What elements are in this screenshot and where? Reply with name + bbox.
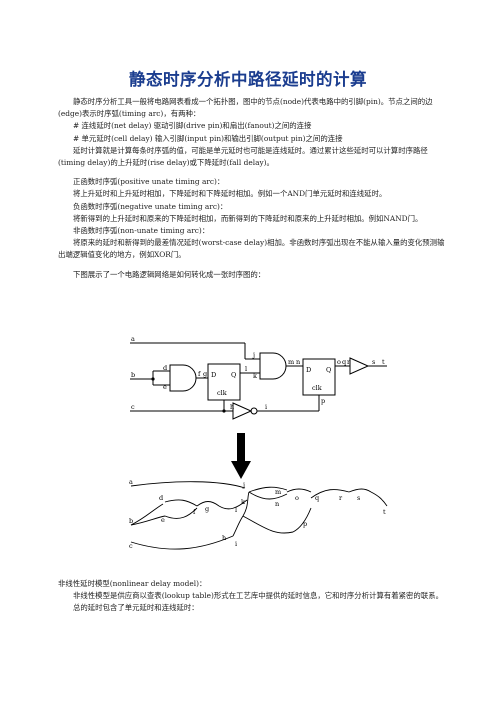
page-title: 静态时序分析中路径延时的计算 (129, 70, 367, 89)
nonlinear-total: 总的延时包含了单元延时和连线延时： (73, 603, 199, 613)
graph-label-t: t (383, 508, 386, 516)
graph-label-q: q (315, 494, 319, 502)
label-k: k (253, 372, 257, 380)
dff1-clk-label: clk (217, 389, 227, 397)
label-q: q (342, 358, 346, 366)
label-s: s (372, 358, 375, 366)
nonlinear-text: 非线性模型是供应商以查表(lookup table)形式在工艺库中提供的延时信息… (73, 591, 443, 601)
figure-caption: 下图展示了一个电路逻辑网络是如何转化成一张时序图的： (73, 269, 266, 279)
graph-label-m: m (275, 488, 281, 496)
dff2-q-label: Q (326, 366, 331, 374)
label-r: r (347, 358, 351, 366)
dff1-q-label: Q (231, 371, 236, 379)
graph-label-k: k (241, 498, 245, 506)
label-f: f (198, 370, 201, 378)
label-m: m (288, 358, 294, 366)
label-h: h (230, 403, 234, 411)
graph-label-l: l (235, 506, 237, 514)
positive-unate-text: 将上升延时和上升延时相加，下降延时和下降延时相加。例如一个AND门单元延时和连线… (73, 189, 387, 199)
label-t: t (382, 358, 385, 366)
timing-graph: a b c d e f g h i j k l m n o p q r s t (129, 478, 388, 550)
label-a: a (131, 337, 135, 343)
graph-label-a: a (129, 478, 133, 486)
graph-label-c: c (129, 542, 133, 550)
label-p: p (321, 397, 325, 405)
graph-label-e: e (161, 516, 165, 524)
delay-calc-paragraph: 延时计算就是计算每条时序弧的值，可能是单元延时也可能是连线延时。通过累计这些延时… (58, 145, 428, 168)
nonlinear-title: 非线性延时模型(nonlinear delay model)： (58, 579, 207, 588)
positive-unate-title: 正函数时序弧(positive unate timing arc)： (73, 177, 225, 187)
bullet-cell-delay: # 单元延时(cell delay) 输入引脚(input pin)和输出引脚(… (73, 133, 343, 143)
label-e: e (163, 383, 167, 391)
graph-label-r: r (339, 494, 343, 502)
graph-label-g: g (205, 505, 209, 513)
down-arrow-icon (231, 433, 251, 479)
circuit-schematic: a b c d e f g h i j k l m n o p q r s t … (130, 337, 387, 420)
graph-label-j: j (242, 481, 245, 489)
dff2-d-label: D (306, 366, 311, 374)
graph-label-p: p (303, 520, 307, 528)
body-text: 静态时序分析工具一般将电路网表看成一个拓扑图，图中的节点(node)代表电路中的… (58, 96, 448, 281)
label-l: l (245, 365, 247, 373)
graph-label-f: f (193, 508, 196, 516)
dff1-d-label: D (211, 371, 216, 379)
label-i: i (265, 403, 267, 411)
graph-label-s: s (357, 494, 360, 502)
label-d: d (163, 364, 167, 372)
dff2-clk-label: clk (312, 384, 322, 392)
label-b: b (131, 371, 135, 379)
label-c: c (131, 403, 135, 411)
bullet-net-delay: # 连线延时(net delay) 驱动引脚(drive pin)和扇出(fan… (73, 121, 312, 131)
graph-label-h: h (222, 534, 226, 542)
negative-unate-text: 将新得到的上升延时和原来的下降延时相加，而新得到的下降延时和原来的上升延时相加。… (73, 213, 423, 223)
non-unate-title: 非函数时序弧(non-unate timing arc)： (73, 226, 210, 236)
intro-paragraph: 静态时序分析工具一般将电路网表看成一个拓扑图，图中的节点(node)代表电路中的… (58, 97, 433, 119)
label-n: n (296, 358, 300, 366)
negative-unate-title: 负函数时序弧(negative unate timing arc)： (73, 201, 228, 211)
graph-label-n: n (275, 500, 279, 508)
non-unate-text: 将原来的延时和新得到的最差情况延时(worst-case delay)相加。非函… (58, 238, 445, 260)
nonlinear-section: 非线性延时模型(nonlinear delay model)： 非线性模型是供应… (58, 578, 448, 615)
label-g: g (203, 370, 207, 378)
graph-label-i: i (235, 540, 237, 548)
graph-label-b: b (129, 517, 133, 525)
graph-label-o: o (295, 494, 299, 502)
label-o: o (337, 358, 341, 366)
graph-label-d: d (159, 494, 163, 502)
label-j: j (252, 351, 255, 359)
